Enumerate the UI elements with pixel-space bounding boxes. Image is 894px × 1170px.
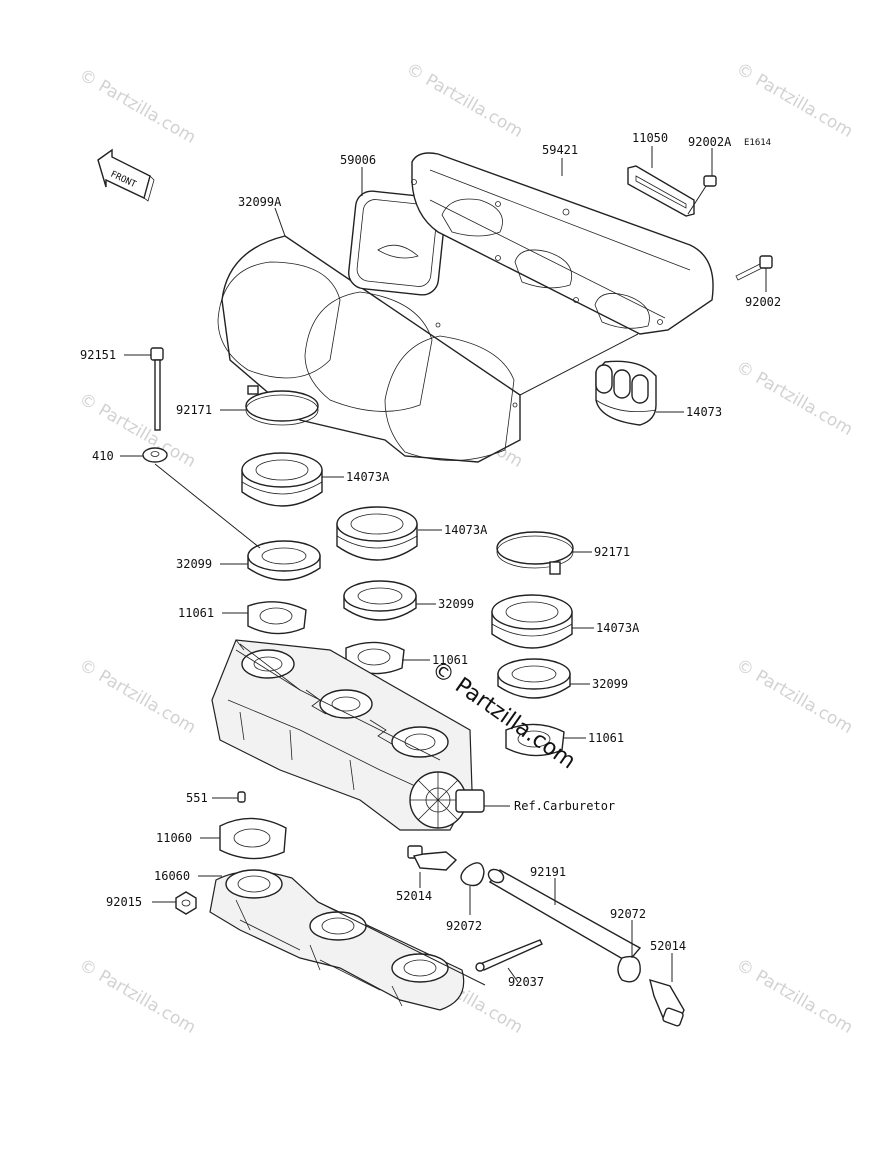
air-inlet-14073 xyxy=(595,360,657,426)
watermark: © Partzilla.com xyxy=(733,59,857,142)
air-box-cover-59421 xyxy=(411,152,714,335)
label-92002: 92002 xyxy=(745,295,781,309)
label-14073: 14073 xyxy=(686,405,722,419)
label-551: 551 xyxy=(186,791,208,805)
label-92171-upper: 92171 xyxy=(176,403,212,417)
hose-92191 xyxy=(487,868,642,963)
bolt-92002A xyxy=(687,175,717,215)
gasket-11061-3 xyxy=(505,723,565,757)
fitting-52014-lower xyxy=(649,978,685,1027)
label-11061-2: 11061 xyxy=(432,653,468,667)
watermark: © Partzilla.com xyxy=(733,357,857,440)
label-32099-2: 32099 xyxy=(438,597,474,611)
label-ref-carburetor: Ref.Carburetor xyxy=(514,799,615,813)
bolt-92151 xyxy=(150,347,164,431)
boot-14073A-3 xyxy=(491,594,573,649)
watermark: © Partzilla.com xyxy=(403,59,527,142)
label-14073A-1: 14073A xyxy=(346,470,390,484)
label-11060: 11060 xyxy=(156,831,192,845)
label-92037: 92037 xyxy=(508,975,544,989)
plate-11050 xyxy=(627,165,695,217)
watermark: © Partzilla.com xyxy=(733,955,857,1038)
label-14073A-2: 14073A xyxy=(444,523,488,537)
fitting-52014-upper xyxy=(407,845,458,871)
label-92002A: 92002A xyxy=(688,135,732,149)
label-14073A-3: 14073A xyxy=(596,621,640,635)
clip-92072-upper xyxy=(460,862,485,887)
leader-lines xyxy=(120,146,767,986)
gasket-11061-1 xyxy=(247,601,307,635)
tie-92037 xyxy=(475,939,543,972)
watermark: © Partzilla.com xyxy=(76,955,200,1038)
seal-32099-1 xyxy=(247,540,321,581)
bolt-92002 xyxy=(735,255,773,281)
label-92072-upper: 92072 xyxy=(446,919,482,933)
front-arrow-icon: FRONT xyxy=(97,148,155,202)
seal-32099-3 xyxy=(497,658,571,699)
label-11061-3: 11061 xyxy=(588,731,624,745)
diagram-code: E1614 xyxy=(744,138,771,148)
label-92171-lower: 92171 xyxy=(594,545,630,559)
label-32099-1: 32099 xyxy=(176,557,212,571)
label-92191: 92191 xyxy=(530,865,566,879)
seal-32099-2 xyxy=(343,580,417,621)
label-59006: 59006 xyxy=(340,153,376,167)
clip-92072-lower xyxy=(617,955,641,983)
label-92151: 92151 xyxy=(80,348,116,362)
boot-14073A-1 xyxy=(241,452,323,507)
label-410: 410 xyxy=(92,449,114,463)
boot-14073A-2 xyxy=(336,506,418,561)
pin-551 xyxy=(237,791,246,803)
label-11061-1: 11061 xyxy=(178,606,214,620)
clamp-92171-upper xyxy=(245,385,319,426)
label-92072-lower: 92072 xyxy=(610,907,646,921)
label-59421: 59421 xyxy=(542,143,578,157)
gasket-11060 xyxy=(219,817,287,860)
gasket-11061-2 xyxy=(345,641,405,675)
watermark: © Partzilla.com xyxy=(76,65,200,148)
label-52014-lower: 52014 xyxy=(650,939,686,953)
label-11050: 11050 xyxy=(632,131,668,145)
clamp-92171-lower xyxy=(496,531,574,575)
label-32099A: 32099A xyxy=(238,195,282,209)
gasket-59006 xyxy=(348,190,446,296)
washer-410 xyxy=(142,447,168,463)
watermark: © Partzilla.com xyxy=(76,655,200,738)
part-labels: 59006 59421 11050 92002A 32099A 92002 92… xyxy=(80,131,781,989)
label-52014-upper: 52014 xyxy=(396,889,432,903)
nut-92015 xyxy=(175,891,197,915)
label-32099-3: 32099 xyxy=(592,677,628,691)
watermark: © Partzilla.com xyxy=(733,655,857,738)
carburetor-assembly xyxy=(211,639,485,831)
label-92015: 92015 xyxy=(106,895,142,909)
label-16060: 16060 xyxy=(154,869,190,883)
